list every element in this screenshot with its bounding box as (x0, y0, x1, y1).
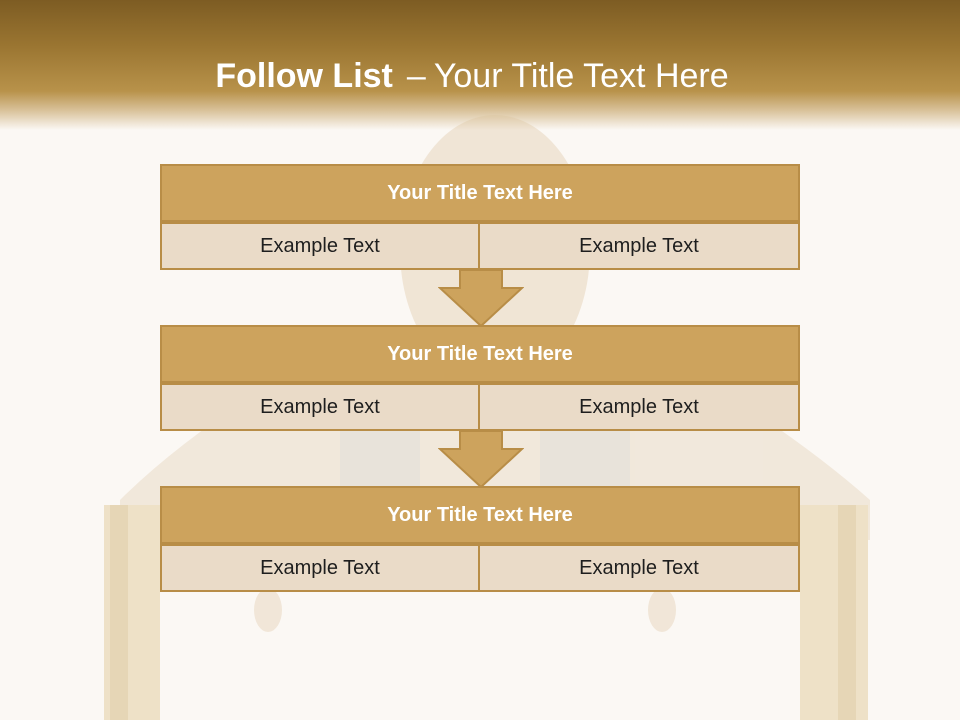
step-1-title: Your Title Text Here (160, 164, 800, 222)
title-bar (0, 0, 960, 130)
step-2: Your Title Text Here Example Text Exampl… (160, 325, 800, 431)
slide-title-dash: – (406, 57, 426, 95)
step-1-left-text: Example Text (160, 222, 480, 270)
slide-title-rest: Your Title Text Here (433, 57, 729, 95)
slide-title-bold: Follow List (215, 57, 393, 95)
step-1: Your Title Text Here Example Text Exampl… (160, 164, 800, 270)
step-2-right-text: Example Text (480, 383, 800, 431)
step-2-left-text: Example Text (160, 383, 480, 431)
step-1-right-text: Example Text (480, 222, 800, 270)
step-3-left-text: Example Text (160, 544, 480, 592)
down-arrow-icon (438, 431, 524, 489)
step-3-title: Your Title Text Here (160, 486, 800, 544)
step-3-right-text: Example Text (480, 544, 800, 592)
step-3: Your Title Text Here Example Text Exampl… (160, 486, 800, 592)
slide-title: Follow List–Your Title Text Here (0, 54, 944, 98)
step-2-title: Your Title Text Here (160, 325, 800, 383)
down-arrow-icon (438, 270, 524, 328)
